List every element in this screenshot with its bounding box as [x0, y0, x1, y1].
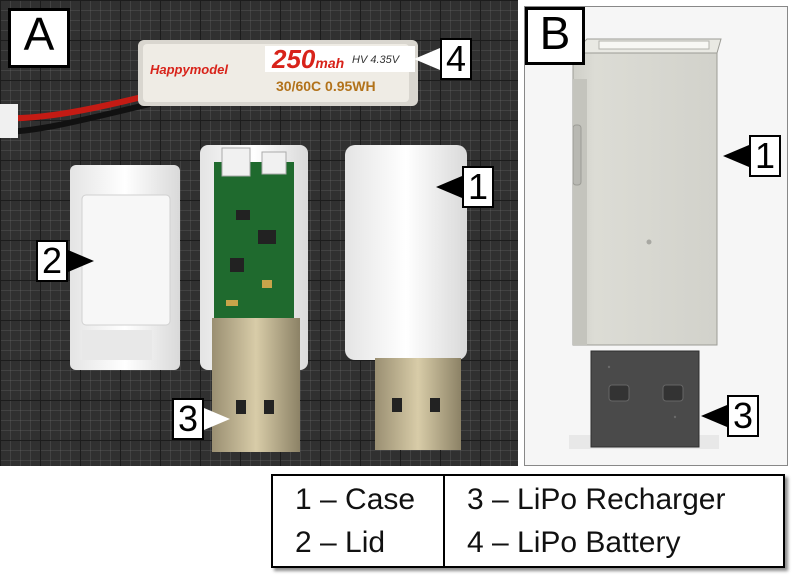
battery-capacity-value: 250	[272, 44, 316, 74]
callout-b-3: 3	[701, 395, 760, 437]
callout-number: 3	[172, 398, 205, 440]
legend-item-recharger: 3 – LiPo Recharger	[467, 482, 726, 516]
legend-item-lid: 2 – Lid	[295, 525, 386, 559]
callout-2: 2	[36, 240, 95, 282]
callout-number: 3	[727, 395, 760, 437]
battery-wires	[0, 92, 151, 138]
lid-part	[70, 165, 180, 370]
legend-column-right: 3 – LiPo Recharger 4 – LiPo Battery	[445, 476, 783, 566]
photo-panel-a: Happymodel 250mah HV 4.35V 30/60C 0.95WH…	[0, 0, 518, 466]
panel-letter-b: B	[525, 7, 585, 65]
callout-1: 1	[436, 166, 495, 208]
cad-render	[569, 38, 722, 449]
callout-number: 2	[36, 240, 69, 282]
panel-letter-a: A	[8, 8, 70, 68]
render-panel-b: B 1 3	[524, 6, 788, 466]
legend-item-battery: 4 – LiPo Battery	[467, 525, 681, 559]
photo-scene	[0, 40, 467, 452]
callout-arrow	[204, 408, 231, 430]
battery-capacity-unit: mah	[315, 55, 345, 71]
case-part	[345, 145, 467, 450]
lipo-battery	[138, 40, 418, 106]
callout-number: 1	[462, 166, 495, 208]
callout-number: 1	[749, 135, 782, 177]
callout-arrow	[436, 176, 462, 198]
battery-rating: 30/60C 0.95WH	[276, 78, 376, 94]
legend-item-case: 1 – Case	[295, 482, 416, 516]
callout-arrow	[68, 250, 95, 272]
battery-brand: Happymodel	[150, 62, 229, 77]
callout-3: 3	[172, 398, 231, 440]
battery-capacity: 250mah	[272, 44, 344, 75]
callout-arrow	[723, 145, 749, 167]
legend-column-left: 1 – Case 2 – Lid	[273, 476, 445, 566]
callout-arrow	[414, 48, 440, 70]
callout-arrow	[701, 405, 727, 427]
battery-voltage: HV 4.35V	[352, 54, 400, 66]
callout-number: 4	[440, 38, 473, 80]
callout-4: 4	[414, 38, 473, 80]
callout-b-1: 1	[723, 135, 782, 177]
legend-box: 1 – Case 2 – Lid 3 – LiPo Recharger 4 – …	[271, 474, 785, 568]
